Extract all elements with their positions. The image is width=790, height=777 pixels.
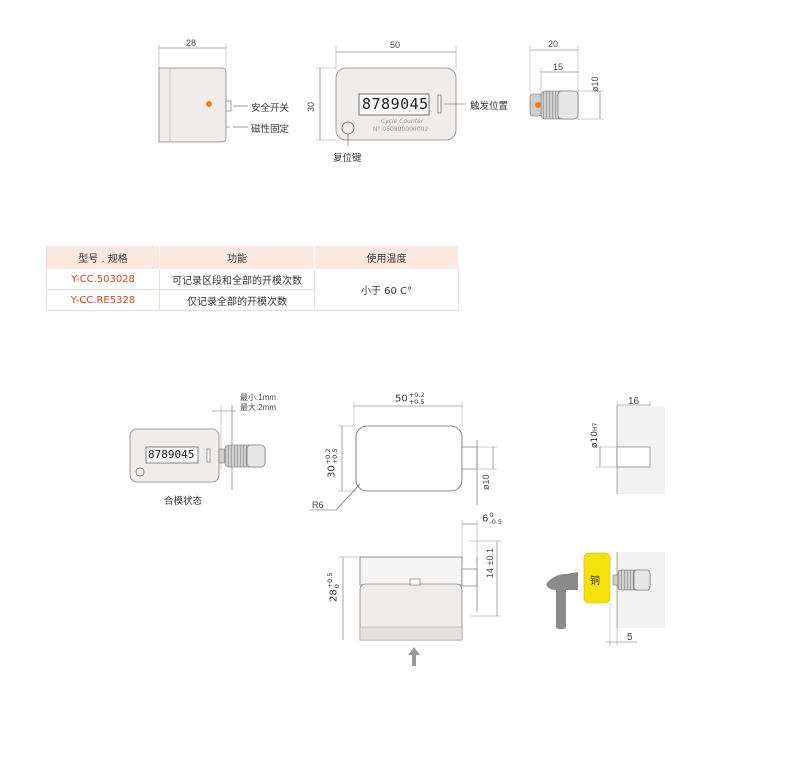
- table-row: Y-CC.RE5328 仅记录全部的开模次数: [46, 289, 459, 311]
- label-trigger-position: 触发位置: [470, 101, 509, 112]
- pocket-view: [310, 402, 497, 511]
- copper-label: 铜: [590, 576, 600, 587]
- hammer-icon: [546, 572, 578, 629]
- install-view: [546, 552, 665, 646]
- dim-offset-5: 5: [627, 632, 633, 643]
- trigger-pin: [529, 46, 604, 120]
- radius-label: R6: [312, 500, 324, 510]
- temperature-cell: 小于 60 C°: [314, 269, 459, 311]
- header-temperature: 使用温度: [314, 246, 459, 269]
- dim-hole-diameter: ø10: [481, 474, 491, 490]
- brand-text: Cycle Counter: [381, 118, 424, 125]
- serial-text: N° 050890000002: [373, 126, 429, 133]
- arrow-up-icon: [408, 647, 420, 666]
- dim-depth-14: 14 ±0.1: [485, 548, 495, 578]
- label-reset-key: 复位键: [333, 153, 362, 164]
- label-magnetic-fix: 磁性固定: [251, 124, 290, 135]
- label-safety-switch: 安全开关: [251, 103, 290, 114]
- copper-block: [583, 552, 611, 604]
- front-view: [316, 46, 466, 146]
- spec-table: 型号 . 规格 功能 使用温度 Y-CC.503028 可记录区段和全部的开模次…: [46, 246, 459, 311]
- caption-closed-mold: 合模状态: [164, 496, 203, 507]
- lcd-value-small: 8789045: [148, 448, 195, 461]
- header-model: 型号 . 规格: [46, 246, 160, 269]
- pocket-section-view: [339, 520, 501, 666]
- dim-pin-diameter: ø10: [590, 76, 600, 92]
- dim-pin-length: 20: [548, 39, 559, 49]
- model-cell: Y-CC.RE5328: [46, 289, 160, 311]
- lcd-display: [358, 93, 430, 116]
- header-function: 功能: [159, 246, 315, 269]
- side-view: [158, 44, 248, 143]
- dim-hole-depth: 16: [628, 396, 640, 407]
- dim-pin-body: 15: [553, 62, 564, 72]
- dim-side-width: 28: [186, 38, 197, 48]
- reset-button-icon: [341, 121, 355, 135]
- hole-view: [596, 401, 665, 494]
- dim-pocket-width: 50+0.2+0.5: [395, 391, 425, 406]
- trigger-dot-icon: [206, 101, 212, 107]
- label-min: 最小:1mm: [240, 393, 276, 402]
- dim-front-width: 50: [390, 40, 401, 50]
- dim-hole-diameter-h7: ø10H7: [590, 422, 600, 448]
- label-max: 最大:2mm: [240, 403, 276, 412]
- model-cell: Y-CC.503028: [46, 269, 160, 290]
- function-cell: 可记录区段和全部的开模次数: [159, 269, 315, 290]
- table-row: Y-CC.503028 可记录区段和全部的开模次数 小于 60 C°: [46, 269, 459, 311]
- lcd-value: 8789045: [362, 95, 429, 113]
- dim-front-height: 30: [306, 101, 316, 112]
- closed-mold-view: [129, 405, 266, 490]
- dim-pocket-height: 30+0.2+0.5: [324, 448, 339, 478]
- function-cell: 仅记录全部的开模次数: [159, 289, 315, 311]
